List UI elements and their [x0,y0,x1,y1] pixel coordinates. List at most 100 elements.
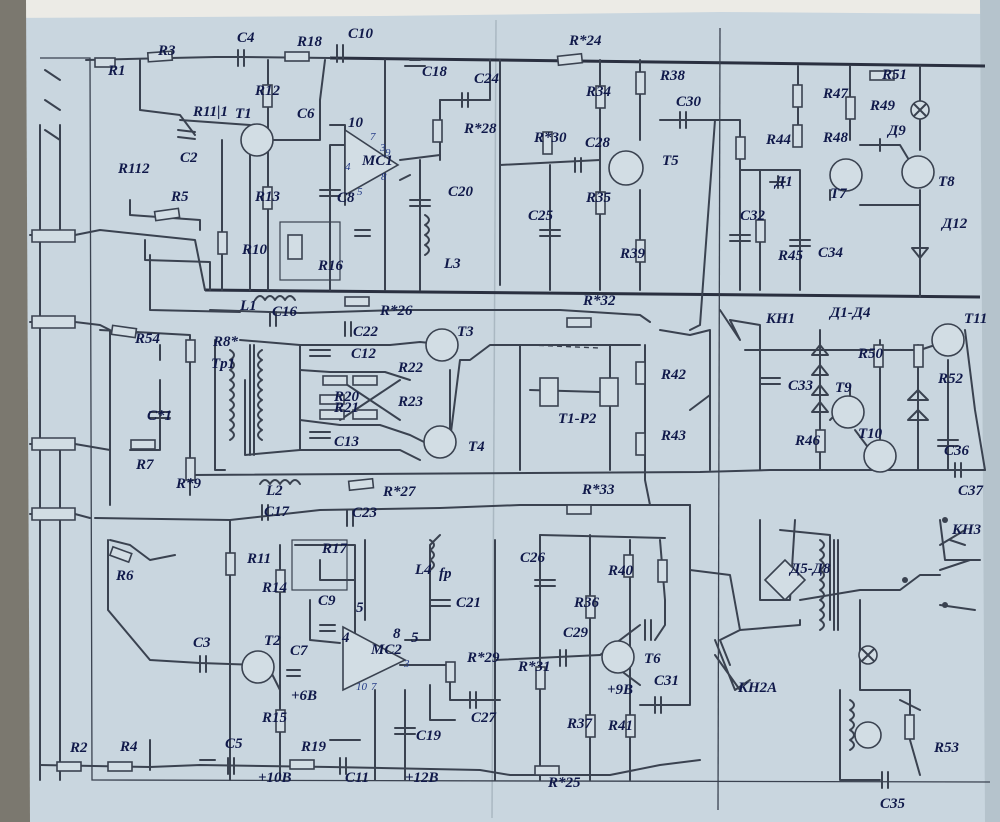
op-amp-mc2 [342,625,407,692]
component-label: +9B [607,682,633,698]
component-label: KH3 [951,522,982,538]
component-label: C24 [474,71,500,87]
component-label: R*33 [581,482,615,498]
r17-box [291,539,348,591]
component-label: R11 [246,551,271,567]
component-label: C13 [334,434,360,450]
component-label: R11|1 [192,104,228,120]
component-label: R*28 [463,121,497,137]
component-label: R*29 [466,650,500,666]
component-label: Д5-Д8 [788,561,831,577]
pin-label: 5 [357,186,363,198]
relay-2 [599,377,619,407]
component-label: R*24 [568,33,602,49]
component-label: Д9 [886,123,906,139]
component-label: R36 [573,595,600,611]
component-label: R22 [397,360,424,376]
component-label: R17 [321,541,348,557]
component-label: MC1 [361,153,393,169]
component-label: R8* [212,334,239,350]
component-label: R35 [585,190,612,206]
page-fold [491,19,497,819]
component-label: 5 [411,630,419,646]
component-label: T3 [457,324,474,340]
component-label: L2 [265,483,283,499]
component-label: L4 [414,562,432,578]
component-label: R*31 [517,659,551,675]
component-label: R48 [822,130,849,146]
component-label: C28 [585,135,611,151]
component-label: C7 [290,643,308,659]
component-label: C37 [958,483,984,499]
component-label: R52 [937,371,964,387]
binding-edge [0,0,30,822]
component-label: R6 [115,568,134,584]
component-label: 4 [341,630,350,646]
component-label: R19 [300,739,327,755]
component-label: C9 [318,593,336,609]
component-label: C27 [471,710,497,726]
component-label: fp [439,566,452,582]
component-label: T2 [264,633,281,649]
component-label: R15 [261,710,288,726]
pin-label: 3 [403,658,410,670]
component-label: R34 [585,84,612,100]
component-label: 5 [356,600,364,616]
component-label: C16 [272,304,298,320]
component-label: +10B [258,770,292,786]
component-label: C*1 [147,408,172,424]
component-label: R39 [619,246,646,262]
component-label: C8 [337,190,355,206]
component-label: C11 [345,770,369,786]
component-label: +6B [291,688,317,704]
component-label: R2 [69,740,88,756]
component-label: C25 [528,208,554,224]
component-label: T1-P2 [558,411,597,427]
op-amp-mc1 [344,128,400,197]
component-label: R14 [261,580,288,596]
component-label: R20 [333,389,360,405]
component-label: 10 [348,115,364,131]
component-label: R37 [566,716,593,732]
component-label: R43 [660,428,687,444]
component-label: C26 [520,550,546,566]
r16-box [279,221,341,281]
component-label: C4 [237,30,255,46]
component-label: R21 [333,400,359,416]
component-label: C2 [180,150,198,166]
component-label: R7 [135,457,154,473]
cover-edge [0,0,1000,18]
component-label: T7 [830,186,847,202]
component-label: C36 [944,443,970,459]
component-label: Tp1 [211,356,235,372]
components [31,44,971,789]
component-label: R*9 [175,476,202,492]
component-label: R*25 [547,775,581,791]
pin-label: 7 [370,131,376,143]
component-label: R12 [254,83,281,99]
component-label: C22 [353,324,379,340]
pin-label: 3 [379,142,386,154]
pin-label: 8 [381,171,387,183]
component-label: R53 [933,740,960,756]
component-label: C5 [225,736,243,752]
component-label: C32 [740,208,766,224]
component-label: R44 [765,132,792,148]
component-label: R49 [869,98,896,114]
component-label: R*27 [382,484,416,500]
component-label: T5 [662,153,679,169]
component-label: C20 [448,184,474,200]
component-label: C23 [352,505,378,521]
component-label: C21 [456,595,481,611]
component-label: L1 [239,298,257,314]
component-label: +12B [405,770,439,786]
component-label: T9 [835,380,852,396]
component-label: R*26 [379,303,413,319]
component-label: R3 [157,43,176,59]
pin-label: 9 [385,147,391,159]
component-label: R18 [296,34,323,50]
component-label: KH2A [737,680,777,696]
relay-1 [539,377,559,407]
